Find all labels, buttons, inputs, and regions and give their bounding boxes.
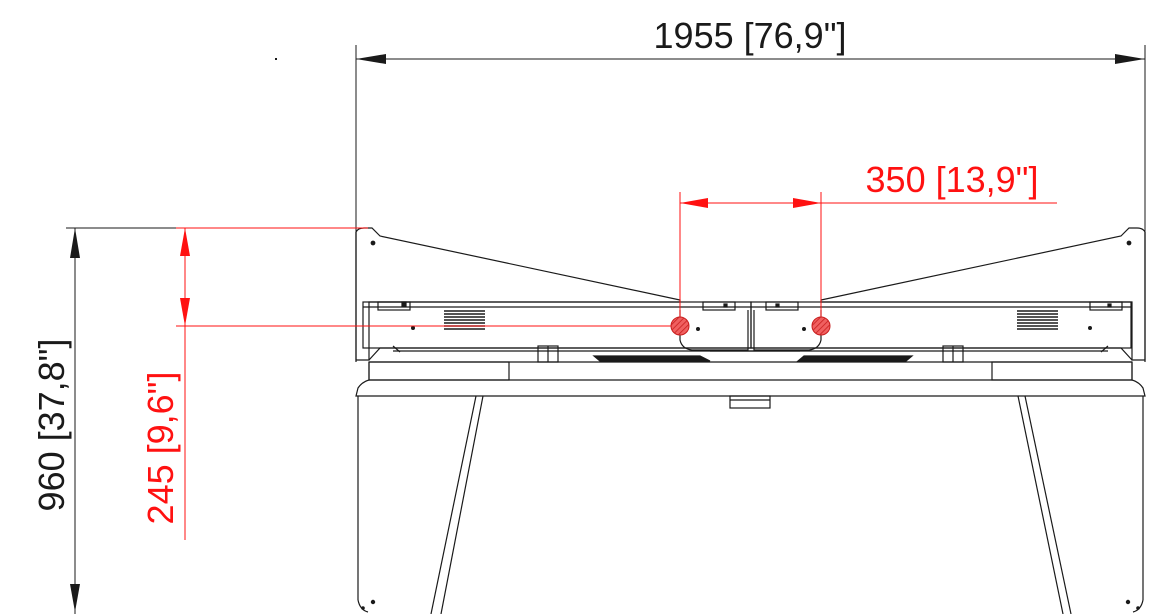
- right-side-panel: [820, 227, 1146, 361]
- width-arrow-left: [356, 54, 386, 64]
- right-vent-grille: [1017, 310, 1058, 330]
- width-dimension: 1955 [76,9"]: [355, 15, 1146, 232]
- right-equipment-box: [750, 301, 1132, 349]
- outlet-height-arrow-top: [180, 228, 190, 256]
- right-leg: [1017, 395, 1072, 614]
- stray-dot: [275, 58, 277, 60]
- outlet-height-label: 245 [9,6"]: [140, 372, 181, 525]
- width-dimension-label: 1955 [76,9"]: [654, 15, 847, 56]
- spacing-arrow-right: [793, 198, 821, 208]
- table-top: [355, 362, 1146, 397]
- right-grip: [796, 355, 914, 362]
- height-dimension: 960 [37,8"]: [31, 227, 370, 614]
- outlet-height-dimension: 245 [9,6"]: [140, 227, 680, 540]
- left-outlet-marker: [670, 316, 690, 336]
- left-equipment-box: [362, 301, 752, 349]
- outlet-spacing-dimension: 350 [13,9"]: [679, 159, 1057, 326]
- left-leg: [430, 395, 484, 614]
- height-dimension-label: 960 [37,8"]: [31, 339, 72, 512]
- left-panel-screw: [370, 240, 376, 246]
- right-outlet-marker: [811, 316, 831, 336]
- spacing-arrow-left: [680, 198, 708, 208]
- table-front-view: [355, 227, 1146, 614]
- outlet-height-arrow-bottom: [180, 298, 190, 326]
- width-arrow-right: [1115, 54, 1145, 64]
- left-side-panel: [355, 227, 681, 361]
- height-arrow-top: [70, 228, 80, 258]
- height-arrow-bottom: [70, 584, 80, 612]
- left-grip: [592, 355, 711, 362]
- right-panel-screw: [1126, 240, 1132, 246]
- outlet-spacing-label: 350 [13,9"]: [866, 159, 1039, 200]
